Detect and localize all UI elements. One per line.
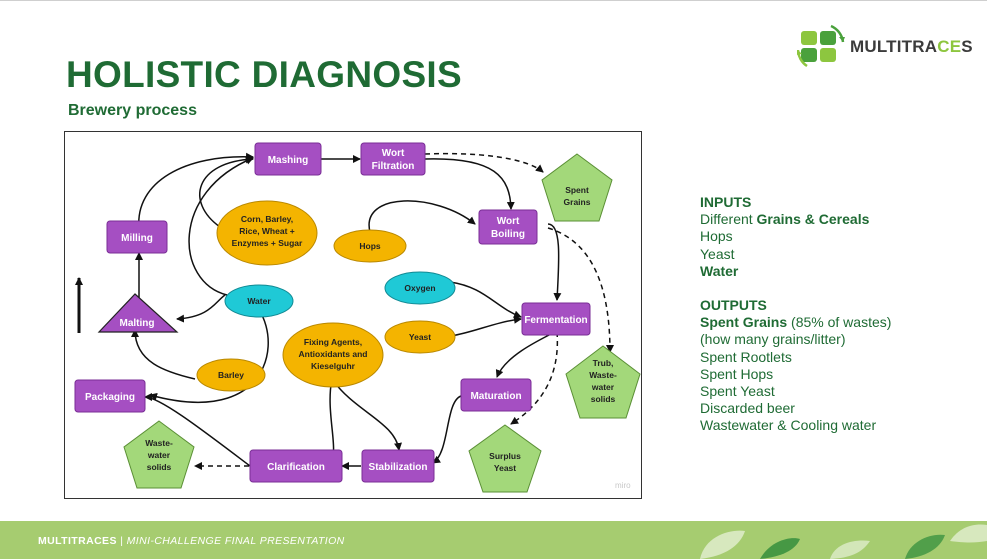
svg-text:Wort: Wort [497, 216, 520, 227]
multitraces-logo: MULTITRACES [797, 24, 977, 68]
node-stabilization: Stabilization [361, 449, 435, 483]
svg-text:Yeast: Yeast [409, 332, 431, 342]
inputs-heading: INPUTS [700, 194, 752, 210]
svg-text:solids: solids [147, 462, 172, 472]
svg-text:Malting: Malting [120, 318, 155, 329]
logo-text: MULTITRACES [850, 37, 973, 56]
inputs-line-yeast: Yeast [700, 245, 735, 262]
node-oxygen: Oxygen [384, 271, 456, 305]
svg-text:Trub,: Trub, [593, 358, 614, 368]
outputs-line-spent-grains: Spent Grains (85% of wastes) [700, 314, 892, 331]
inputs-line-water: Water [700, 262, 739, 279]
node-milling: Milling [106, 220, 168, 254]
node-trub-solids: Trub, Waste- water solids [565, 345, 641, 419]
svg-text:Spent: Spent [565, 185, 589, 195]
inputs-outputs-panel: INPUTS Different Grains & Cereals Hops Y… [700, 194, 891, 435]
svg-text:Grains: Grains [564, 197, 591, 207]
svg-text:Kieselguhr: Kieselguhr [311, 361, 356, 371]
svg-text:Enzymes + Sugar: Enzymes + Sugar [232, 238, 303, 248]
svg-text:Yeast: Yeast [494, 463, 516, 473]
svg-text:Waste-: Waste- [145, 438, 173, 448]
node-wort-filtration: Wort Filtration [360, 142, 426, 176]
node-maturation: Maturation [460, 378, 532, 412]
svg-text:solids: solids [591, 394, 616, 404]
diagram-edges [75, 152, 562, 470]
outputs-line-yeast: Spent Yeast [700, 383, 775, 400]
outputs-line-rootlets: Spent Rootlets [700, 348, 792, 365]
inputs-line-grains: Different Grains & Cereals [700, 211, 870, 228]
outputs-line-hops: Spent Hops [700, 365, 774, 382]
node-fixing-agents: Fixing Agents, Antioxidants and Kieselgu… [282, 322, 384, 388]
outputs-heading: OUTPUTS [700, 297, 767, 314]
diagram-dashed-edges [194, 152, 614, 470]
node-hops: Hops [333, 229, 407, 263]
svg-text:Mashing: Mashing [268, 155, 309, 166]
node-yeast: Yeast [384, 320, 456, 354]
diagram-canvas: Mashing Wort Filtration Milling Wort Boi… [74, 142, 641, 493]
svg-text:Water: Water [247, 296, 271, 306]
node-mashing: Mashing [254, 142, 322, 176]
outputs-line-beer: Discarded beer [700, 400, 795, 417]
miro-watermark: miro [615, 481, 631, 490]
svg-text:water: water [147, 450, 171, 460]
svg-text:Fermentation: Fermentation [524, 315, 587, 326]
svg-text:water: water [591, 382, 615, 392]
node-water: Water [224, 284, 294, 318]
node-wort-boiling: Wort Boiling [478, 209, 538, 245]
svg-text:Packaging: Packaging [85, 392, 135, 403]
svg-text:Maturation: Maturation [470, 391, 521, 402]
footer-bar: MULTITRACES | MINI-CHALLENGE FINAL PRESE… [0, 521, 987, 559]
svg-text:Hops: Hops [359, 241, 381, 251]
leaf-decoration-icon [700, 524, 987, 559]
svg-text:Surplus: Surplus [489, 451, 521, 461]
svg-text:Oxygen: Oxygen [404, 283, 435, 293]
node-corn-barley: Corn, Barley, Rice, Wheat + Enzymes + Su… [216, 200, 318, 266]
inputs-line-hops: Hops [700, 228, 733, 245]
node-surplus-yeast: Surplus Yeast [468, 424, 542, 493]
node-clarification: Clarification [249, 449, 343, 483]
svg-text:Barley: Barley [218, 370, 244, 380]
footer-text: MULTITRACES | MINI-CHALLENGE FINAL PRESE… [38, 535, 345, 547]
node-fermentation: Fermentation [521, 302, 591, 336]
svg-text:Corn, Barley,: Corn, Barley, [241, 214, 293, 224]
svg-text:Stabilization: Stabilization [369, 462, 428, 473]
node-malting: Malting [97, 293, 179, 333]
node-spent-grains: Spent Grains [541, 153, 613, 222]
top-border-line [0, 0, 987, 1]
node-wastewater-solids: Waste- water solids [123, 420, 195, 489]
outputs-line-water: Wastewater & Cooling water [700, 417, 877, 434]
svg-text:Filtration: Filtration [372, 161, 415, 172]
outputs-line-grains-per-litter: (how many grains/litter) [700, 331, 846, 348]
recycle-puzzle-icon [797, 24, 845, 68]
svg-text:Milling: Milling [121, 233, 153, 244]
slide-subtitle: Brewery process [68, 102, 197, 119]
node-packaging: Packaging [74, 379, 146, 413]
svg-text:Rice, Wheat +: Rice, Wheat + [239, 226, 295, 236]
svg-text:Waste-: Waste- [589, 370, 617, 380]
svg-text:Clarification: Clarification [267, 462, 325, 473]
slide-title: HOLISTIC DIAGNOSIS [66, 54, 462, 95]
node-barley: Barley [196, 358, 266, 392]
svg-text:Antioxidants and: Antioxidants and [299, 349, 368, 359]
svg-text:Boiling: Boiling [491, 229, 525, 240]
brewery-process-diagram: Mashing Wort Filtration Milling Wort Boi… [64, 131, 642, 499]
svg-text:Wort: Wort [382, 148, 405, 159]
svg-text:Fixing Agents,: Fixing Agents, [304, 337, 362, 347]
